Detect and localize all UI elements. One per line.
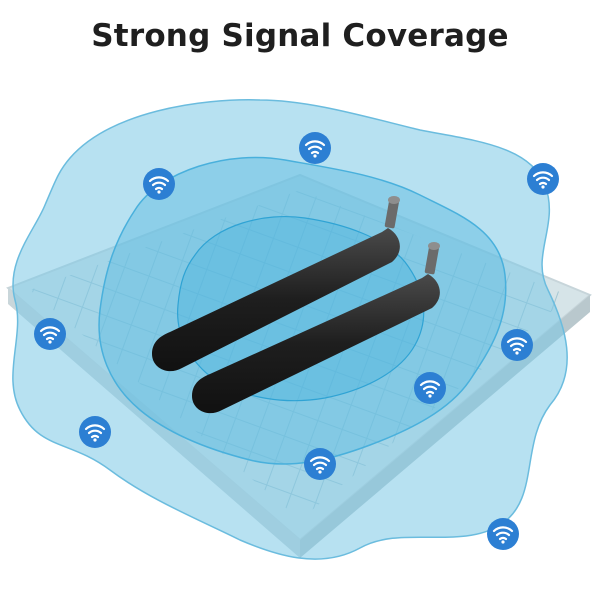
wifi-icon (299, 132, 331, 164)
wifi-icon (143, 168, 175, 200)
wifi-icon (304, 448, 336, 480)
wifi-icon (501, 329, 533, 361)
antenna-2 (192, 242, 440, 414)
wifi-icon (34, 318, 66, 350)
wifi-icon (79, 416, 111, 448)
wifi-icon (487, 518, 519, 550)
page-title: Strong Signal Coverage (91, 18, 509, 54)
antenna-1 (152, 196, 400, 372)
wifi-icon (414, 372, 446, 404)
coverage-zone-outer (12, 99, 568, 560)
wifi-icon (527, 163, 559, 195)
